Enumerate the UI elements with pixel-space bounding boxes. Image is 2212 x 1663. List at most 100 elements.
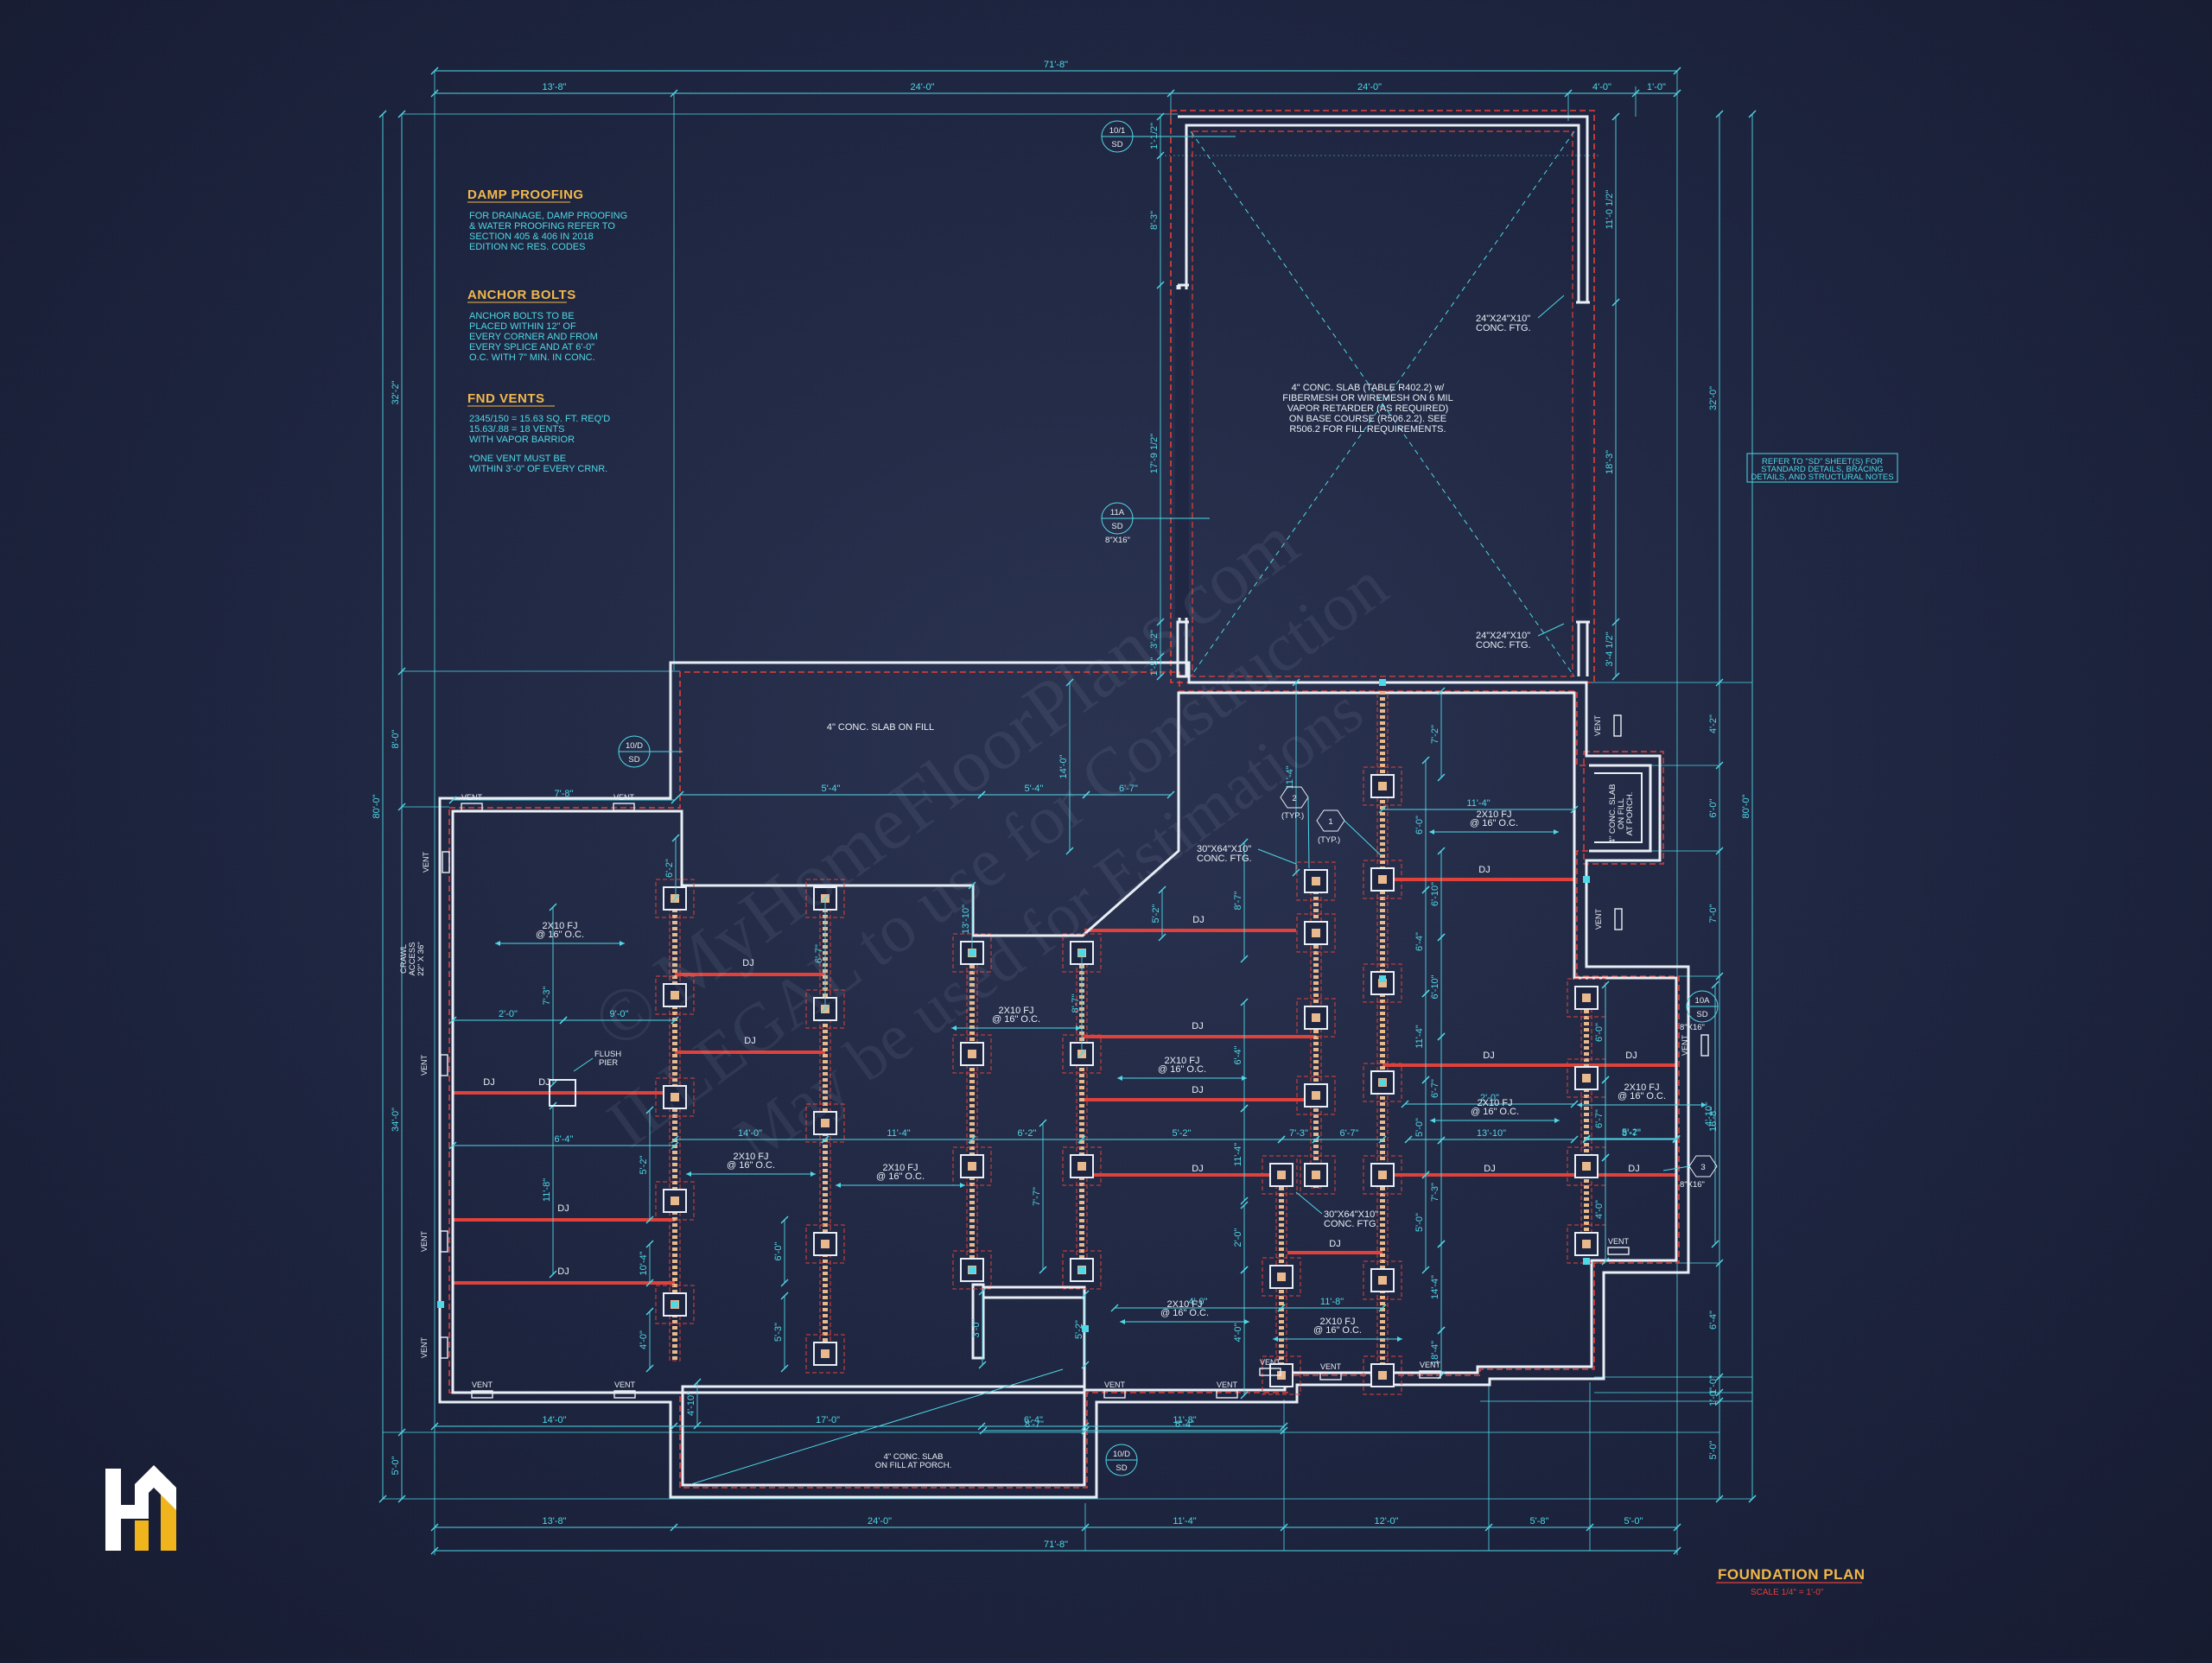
dimension-tick xyxy=(1292,678,1300,687)
detail-hex-1: 1 (TYP.) xyxy=(1316,809,1382,856)
pier-footing xyxy=(1296,998,1336,1038)
floor-joist-label: 2X10 FJ xyxy=(543,921,578,931)
dimension-text: 8'-0" xyxy=(391,729,401,748)
doubled-joist-label: DJ xyxy=(1483,1050,1494,1061)
vent-label: VENT xyxy=(1104,1381,1126,1389)
foundation-vent xyxy=(1259,1368,1281,1376)
dimension-text: 6'-0" xyxy=(1708,798,1719,817)
pier-core xyxy=(1277,1171,1286,1179)
note-line: ANCHOR BOLTS TO BE xyxy=(469,311,575,321)
note-line: AT PORCH. xyxy=(1625,792,1635,836)
dimension-tick xyxy=(1582,1134,1591,1143)
dimension-tick xyxy=(645,1279,654,1287)
pier-core xyxy=(671,1196,679,1205)
anchor-marker xyxy=(1379,679,1386,686)
dimension-text: 7'-3" xyxy=(542,986,552,1005)
dimension-text: 14'-4" xyxy=(1430,1275,1440,1299)
doubled-joist-label: DJ xyxy=(483,1077,494,1088)
dimension-tick xyxy=(1277,1135,1286,1144)
note-line: 30"X64"X10" xyxy=(1197,844,1251,854)
dimension-text: 1'-0" xyxy=(1708,1375,1719,1394)
pier-footing xyxy=(952,1146,992,1186)
dimension-text: 6'-4" xyxy=(1024,1415,1043,1425)
dimension-tick xyxy=(1748,110,1757,118)
pier-size-label: 8"X16" xyxy=(1680,1180,1705,1190)
garage-slab-note: 4" CONC. SLAB (TABLE R402.2) w/ FIBERMES… xyxy=(1282,383,1452,435)
callout-sheet: SD xyxy=(1696,1010,1707,1019)
foundation-vent xyxy=(1103,1390,1126,1399)
note-line: FIBERMESH OR WIREMESH ON 6 MIL xyxy=(1282,393,1452,403)
side-porch-footing xyxy=(1583,751,1664,865)
dimension-tick xyxy=(1081,1523,1090,1532)
dimension-tick xyxy=(1166,790,1175,799)
dimension-text: 8'-7" xyxy=(1233,891,1243,910)
note-line: CONC. FTG. xyxy=(1324,1219,1379,1229)
vent-label: VENT xyxy=(461,793,483,802)
dimension-tick xyxy=(1280,1523,1288,1532)
dimension-tick xyxy=(1673,89,1681,98)
dimension-tick xyxy=(821,894,830,903)
floor-joist-label: 2X10 FJ xyxy=(1320,1317,1356,1327)
dimension-tick xyxy=(1601,1153,1610,1162)
dimension-text: 6'-7" xyxy=(1119,784,1138,794)
dimension-tick xyxy=(1611,618,1620,626)
dimension-text: 2'-0" xyxy=(1480,1093,1499,1103)
note-line: SECTION 405 & 406 IN 2018 xyxy=(469,232,594,242)
dimension-tick xyxy=(671,834,680,842)
drawing-title: FOUNDATION PLAN xyxy=(1718,1566,1866,1583)
pier-core xyxy=(1312,877,1320,885)
dimension-text: 14'-0" xyxy=(1058,754,1069,778)
dimension-tick xyxy=(670,1523,678,1532)
floor-joist-label: 2X10 FJ xyxy=(999,1006,1034,1016)
footing-label-bottom: 24"X24"X10" CONC. FTG. xyxy=(1476,623,1565,651)
dimension-tick xyxy=(1437,933,1446,942)
dimension-text: 11'-4" xyxy=(1466,798,1490,809)
dimension-tick xyxy=(1437,1136,1446,1145)
slab-on-fill-label: 4" CONC. SLAB ON FILL xyxy=(827,722,934,733)
foundation-vent xyxy=(613,803,635,811)
dimension-tick xyxy=(1570,1100,1579,1108)
dimension-tick xyxy=(549,903,557,911)
anchor-marker xyxy=(437,1301,444,1308)
dimension-tick xyxy=(1240,1266,1249,1274)
floor-joist-spacing: @ 16" O.C. xyxy=(992,1014,1040,1025)
dimension-tick xyxy=(1611,298,1620,307)
anchor-bolts-note: ANCHOR BOLTS ANCHOR BOLTS TO BE PLACED W… xyxy=(467,288,598,363)
side-porch-wall xyxy=(1594,772,1643,843)
floor-joist-label: 2X10 FJ xyxy=(1478,1098,1513,1108)
dimension-text: 6'-4" xyxy=(1414,932,1425,951)
dimension-tick xyxy=(1437,1326,1446,1335)
doubled-joist-label: DJ xyxy=(1478,865,1490,875)
foundation-vent xyxy=(1613,714,1622,737)
vent-label: VENT xyxy=(420,1055,429,1076)
pier-footing xyxy=(655,879,695,918)
dimension-tick xyxy=(1240,1391,1249,1400)
dimension-tick xyxy=(1401,1100,1409,1108)
dimension-tick xyxy=(397,803,406,811)
dimension-tick xyxy=(1437,1032,1446,1041)
wall-end-cap xyxy=(1178,283,1590,624)
dimension-tick xyxy=(1158,885,1166,894)
dimension-text: 5'-4" xyxy=(822,784,841,794)
pier-footing xyxy=(655,1077,695,1117)
foundation-vent xyxy=(461,803,483,811)
vent-label: VENT xyxy=(613,793,635,802)
dimension-text: 2'-0" xyxy=(1233,1228,1243,1247)
pier-size-label: 8"X16" xyxy=(1105,536,1130,545)
dimension-text: 24'-0" xyxy=(868,1516,892,1527)
pier-footing xyxy=(1262,1155,1301,1195)
dimension-tick xyxy=(1421,989,1430,998)
dimension-tick xyxy=(1673,67,1681,75)
dimension-tick xyxy=(1673,1546,1681,1555)
pier-footing xyxy=(805,1224,845,1264)
typ-label: (TYP.) xyxy=(1318,835,1340,845)
pier-footing xyxy=(805,879,845,918)
dimension-tick xyxy=(1715,1388,1724,1397)
pier-footing xyxy=(1363,963,1402,1003)
girder-footing xyxy=(669,890,681,1362)
pier-core xyxy=(1378,1371,1387,1380)
vent-label: VENT xyxy=(420,1231,429,1253)
dimension-tick xyxy=(1156,151,1165,160)
doubled-joist-label: DJ xyxy=(1192,1085,1203,1095)
section-callout-10d-top: 10/D SD xyxy=(618,735,683,768)
